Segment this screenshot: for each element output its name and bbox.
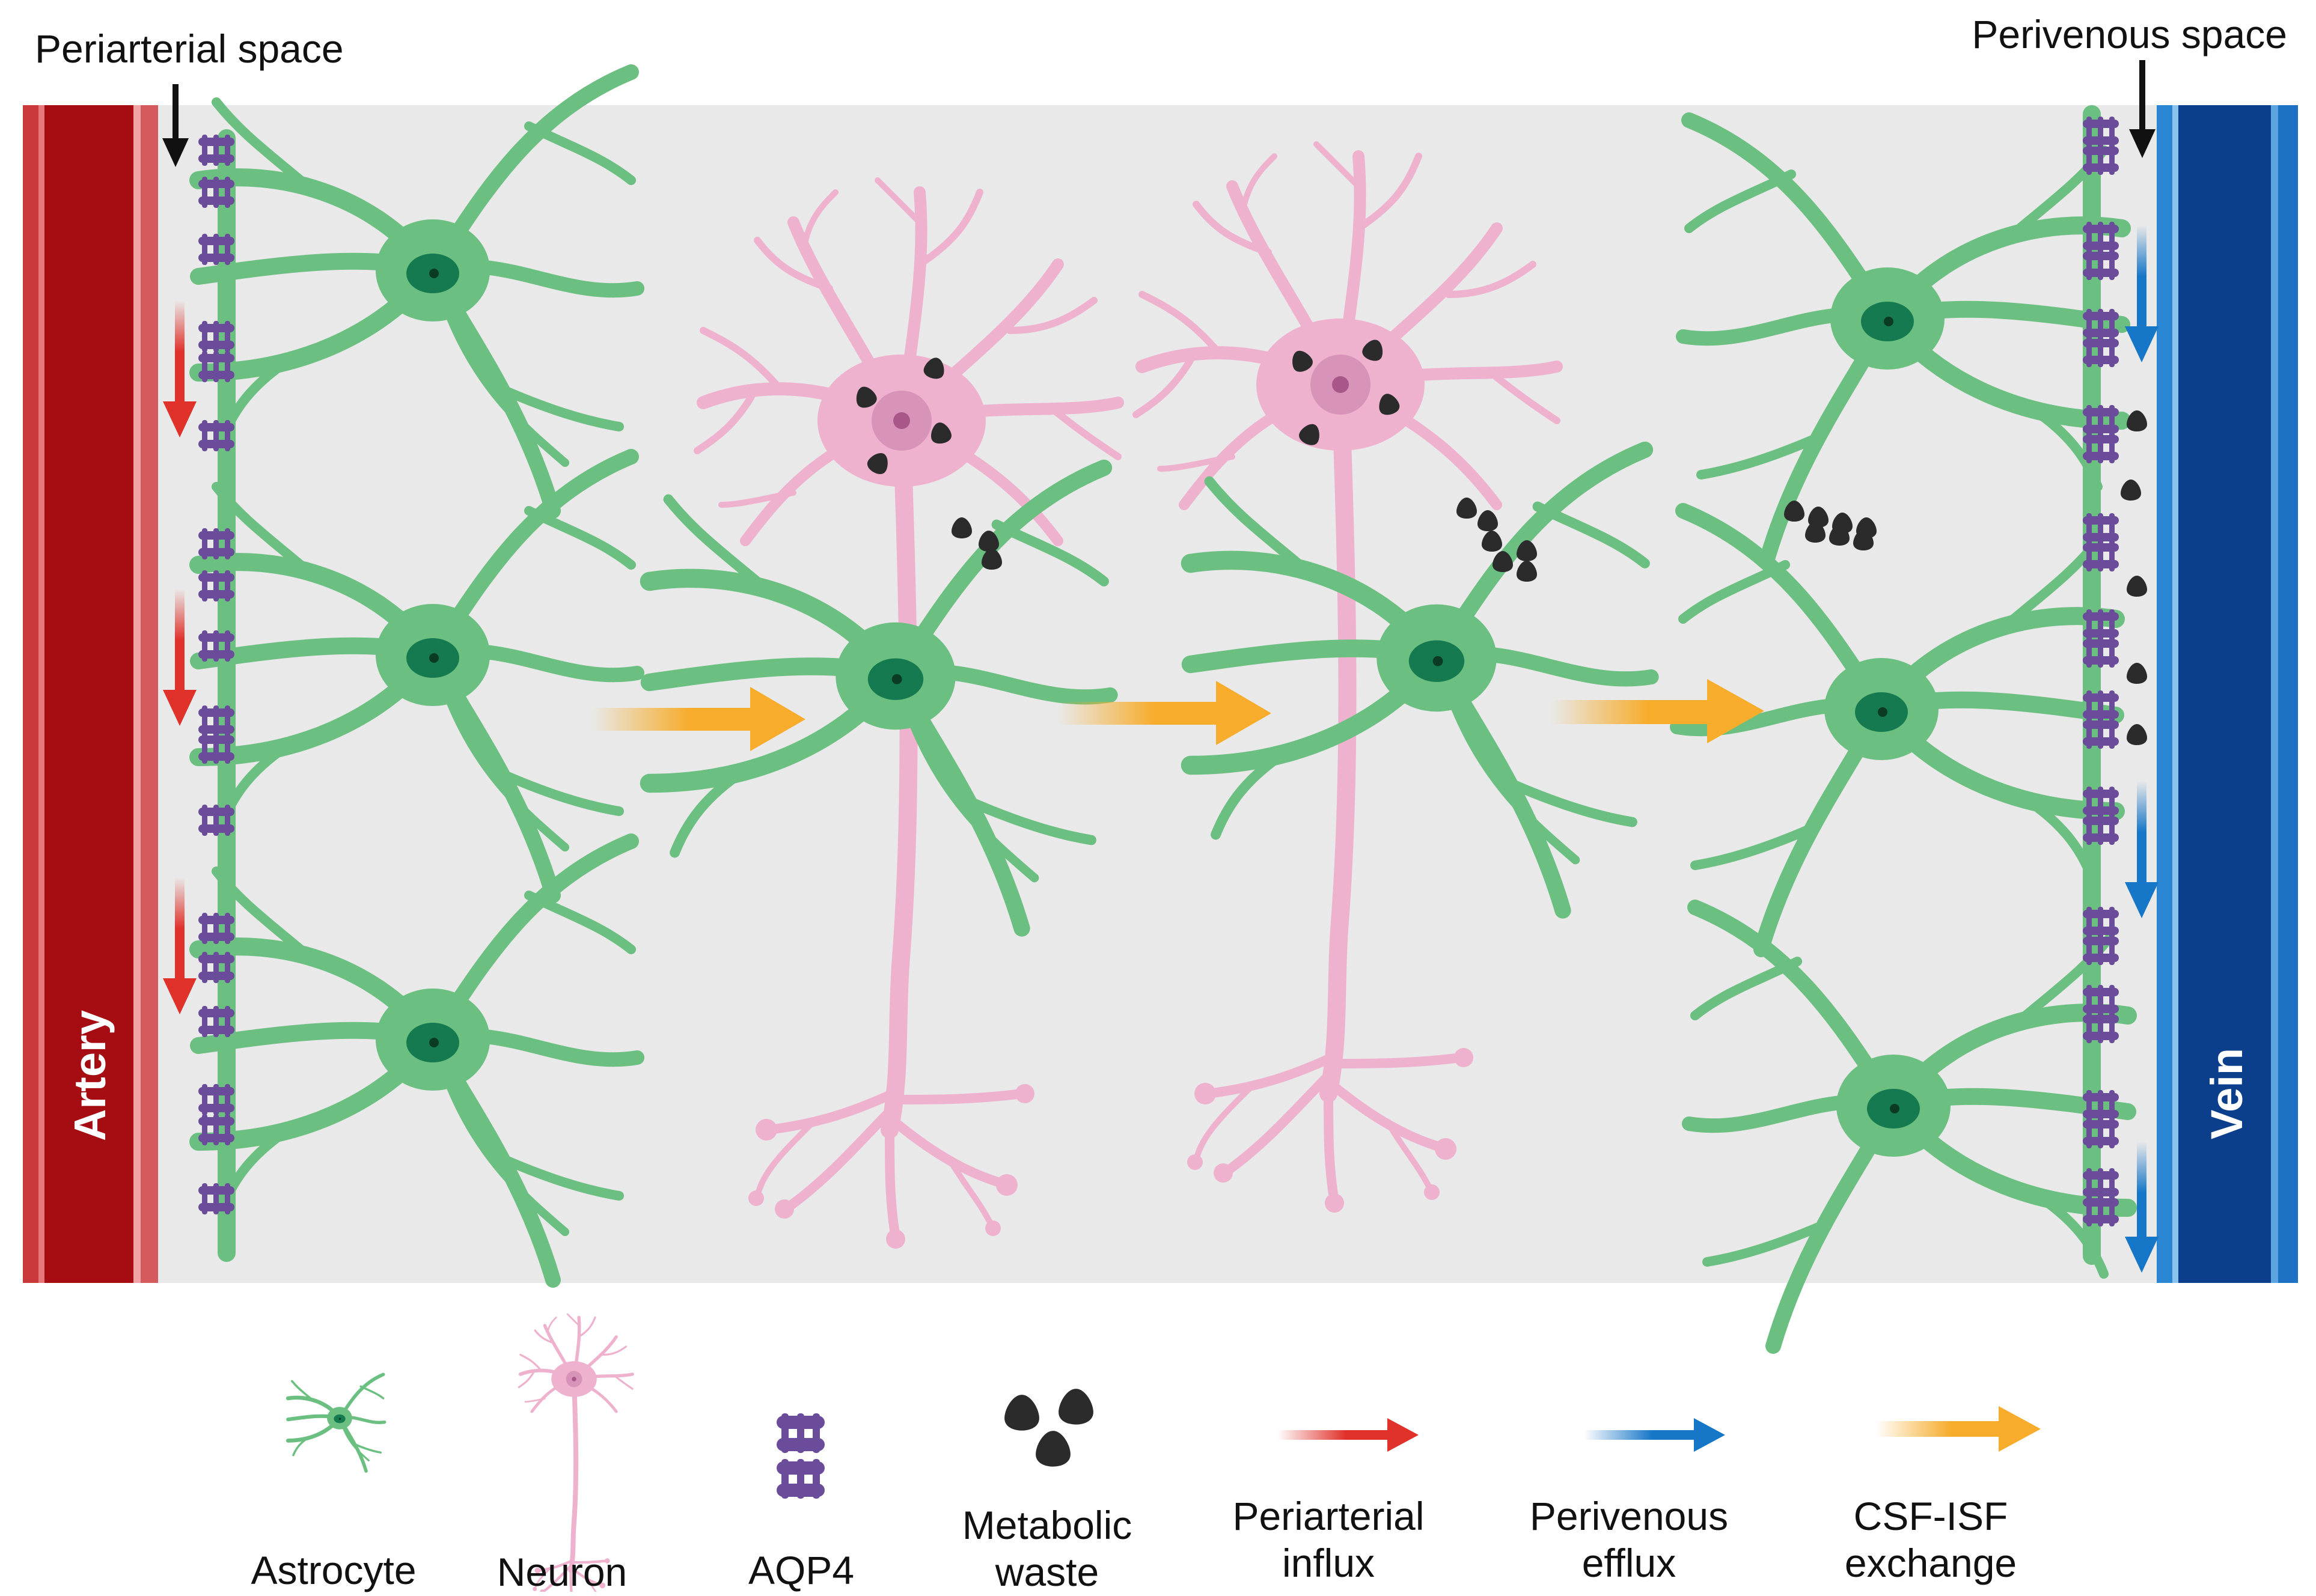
legend-csf-isf-exchange-label: CSF-ISF exchange	[1844, 1494, 2017, 1585]
vein-vessel	[2157, 105, 2298, 1283]
callout-arrows	[162, 60, 2156, 167]
artery-label: Artery	[65, 1010, 115, 1141]
artery-vessel	[23, 105, 158, 1283]
perivenous-efflux-arrows	[2125, 225, 2159, 1273]
csf-isf-exchange-arrows	[592, 679, 1764, 751]
legend-periarterial-influx-label: Periarterial influx	[1232, 1494, 1425, 1585]
periarterial-space-label: Periarterial space	[35, 26, 344, 71]
perivenous-space-label: Perivenous space	[1972, 12, 2287, 56]
right-endfeet-membrane	[2083, 105, 2101, 1265]
csf-isf-exchange-arrow-icon	[1875, 1406, 2041, 1452]
legend-neuron-label: Neuron	[497, 1550, 628, 1594]
legend-metabolic-waste-label: Metabolic waste	[962, 1503, 1132, 1594]
periarterial-influx-arrow-icon	[1277, 1418, 1419, 1452]
perivenous-efflux-arrow-icon	[1584, 1418, 1725, 1452]
periarterial-influx-arrows	[163, 300, 197, 1014]
metabolic-waste-icon	[1004, 1389, 1093, 1467]
legend-astrocyte-label: Astrocyte	[251, 1548, 417, 1592]
legend-perivenous-efflux-label: Perivenous efflux	[1529, 1494, 1729, 1585]
astrocyte-icon	[288, 1374, 385, 1471]
aqp4-icon	[777, 1413, 825, 1499]
legend-aqp4-label: AQP4	[748, 1548, 855, 1592]
vein-label: Vein	[2202, 1047, 2252, 1140]
